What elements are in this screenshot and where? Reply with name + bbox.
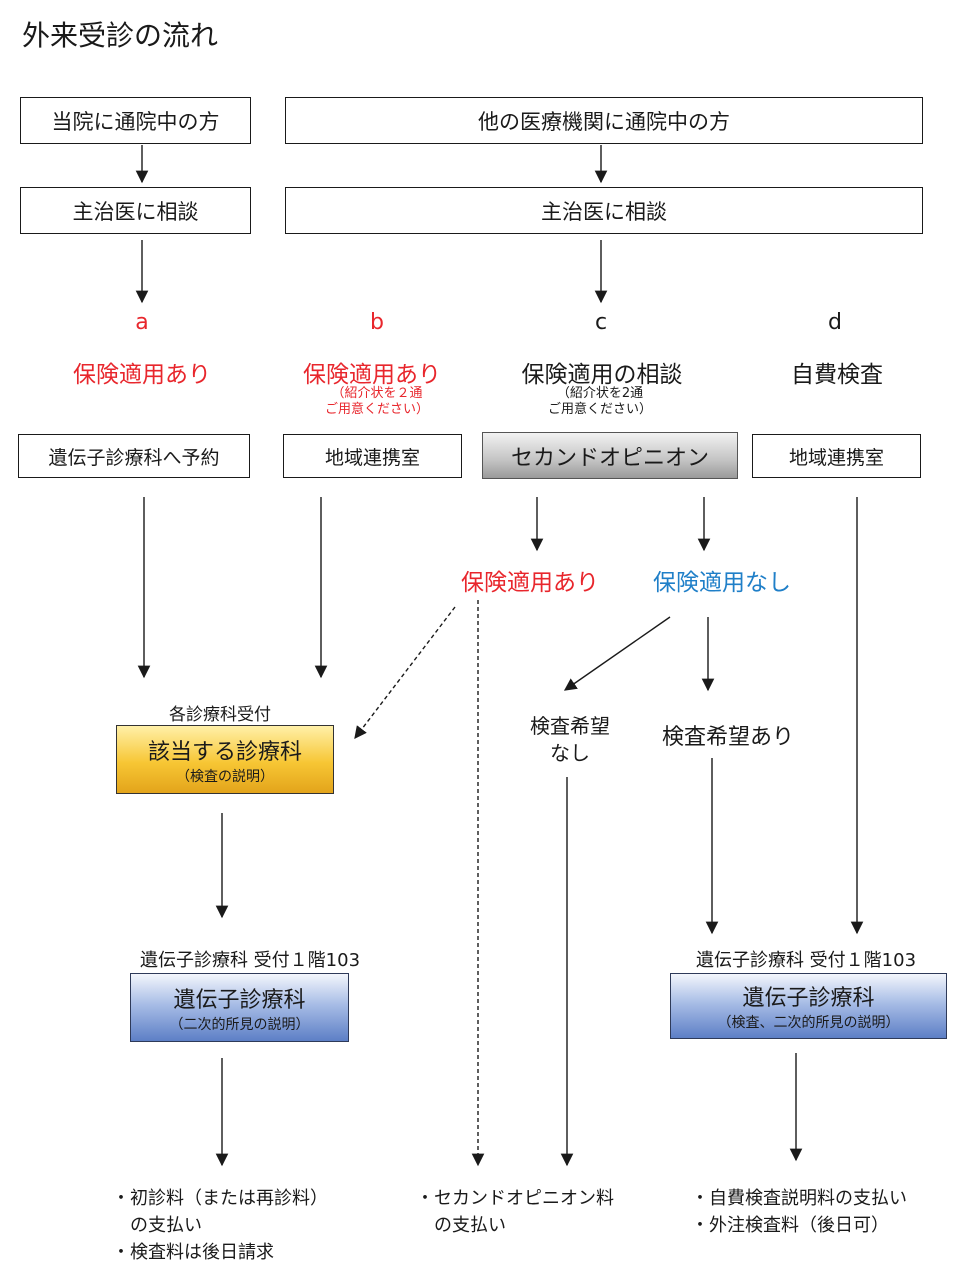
box-consult-left: 主治医に相談 xyxy=(20,187,251,234)
want-test-label: 検査希望あり xyxy=(661,725,794,750)
box-other-hospital: 他の医療機関に通院中の方 xyxy=(285,97,923,144)
route-c-note-line1: （紹介状を2通 xyxy=(556,386,644,401)
box-own-hospital: 当院に通院中の方 xyxy=(20,97,251,144)
so-uninsured-label: 保険適用なし xyxy=(653,570,791,596)
payment-right: ・自費検査説明料の支払い ・外注検査料（後日可） xyxy=(691,1185,907,1239)
payment-left-line1: ・初診料（または再診料） xyxy=(112,1188,328,1209)
genetics-left-title: 遺伝子診療科 xyxy=(173,987,306,1013)
box-genetics-right: 遺伝子診療科 （検査、二次的所見の説明） xyxy=(670,973,947,1039)
payment-right-line2: ・外注検査料（後日可） xyxy=(691,1215,889,1236)
route-letter-a: a xyxy=(135,310,149,335)
box-consult-right: 主治医に相談 xyxy=(285,187,923,234)
no-test-line2: なし xyxy=(550,741,590,765)
genetics-right-title: 遺伝子診療科 xyxy=(742,986,875,1011)
so-insured-label: 保険適用あり xyxy=(461,570,599,596)
route-letter-c: c xyxy=(594,310,608,335)
box-genetics-reservation: 遺伝子診療科へ予約 xyxy=(18,434,250,478)
box-second-opinion: セカンドオピニオン xyxy=(482,432,738,479)
payment-right-line1: ・自費検査説明料の支払い xyxy=(691,1188,907,1209)
genetics-right-reception: 遺伝子診療科 受付１階103 xyxy=(695,950,917,971)
payment-left-line2: の支払い xyxy=(130,1215,202,1236)
no-test-label: 検査希望 なし xyxy=(505,713,635,767)
route-a-label: 保険適用あり xyxy=(73,362,211,388)
department-title: 該当する診療科 xyxy=(147,739,302,765)
box-genetics-left: 遺伝子診療科 （二次的所見の説明） xyxy=(130,973,349,1042)
route-letter-b: b xyxy=(370,310,384,335)
payment-middle-line1: ・セカンドオピニオン料 xyxy=(416,1188,614,1209)
department-subtitle: （検査の説明） xyxy=(176,768,274,785)
route-letter-d: d xyxy=(828,310,842,335)
route-d-label: 自費検査 xyxy=(791,362,883,388)
route-b-note: （紹介状を２通 ご用意ください） xyxy=(292,386,462,418)
genetics-right-subtitle: （検査、二次的所見の説明） xyxy=(717,1015,900,1031)
no-test-line1: 検査希望 xyxy=(530,714,610,738)
payment-left-line3: ・検査料は後日請求 xyxy=(112,1242,274,1263)
route-b-note-line2: ご用意ください） xyxy=(324,402,429,417)
route-b-note-line1: （紹介状を２通 xyxy=(331,386,423,401)
arrow-uninsured-to-no-test xyxy=(563,616,671,691)
genetics-left-reception: 遺伝子診療科 受付１階103 xyxy=(139,950,361,971)
payment-middle: ・セカンドオピニオン料 の支払い xyxy=(416,1185,614,1239)
route-c-note-line2: ご用意ください） xyxy=(547,402,652,417)
dashed-insured-to-department xyxy=(354,606,456,740)
department-reception: 各診療科受付 xyxy=(169,705,271,725)
genetics-left-subtitle: （二次的所見の説明） xyxy=(169,1016,310,1033)
route-c-note: （紹介状を2通 ご用意ください） xyxy=(515,386,685,418)
box-department: 該当する診療科 （検査の説明） xyxy=(116,725,334,794)
box-regional-liaison-b: 地域連携室 xyxy=(283,434,462,478)
route-c-label: 保険適用の相談 xyxy=(521,362,683,388)
page-title: 外来受診の流れ xyxy=(22,19,219,52)
payment-middle-line2: の支払い xyxy=(434,1215,506,1236)
payment-left: ・初診料（または再診料） の支払い ・検査料は後日請求 xyxy=(112,1185,328,1266)
box-regional-liaison-d: 地域連携室 xyxy=(752,434,921,478)
route-b-label: 保険適用あり xyxy=(303,362,441,388)
